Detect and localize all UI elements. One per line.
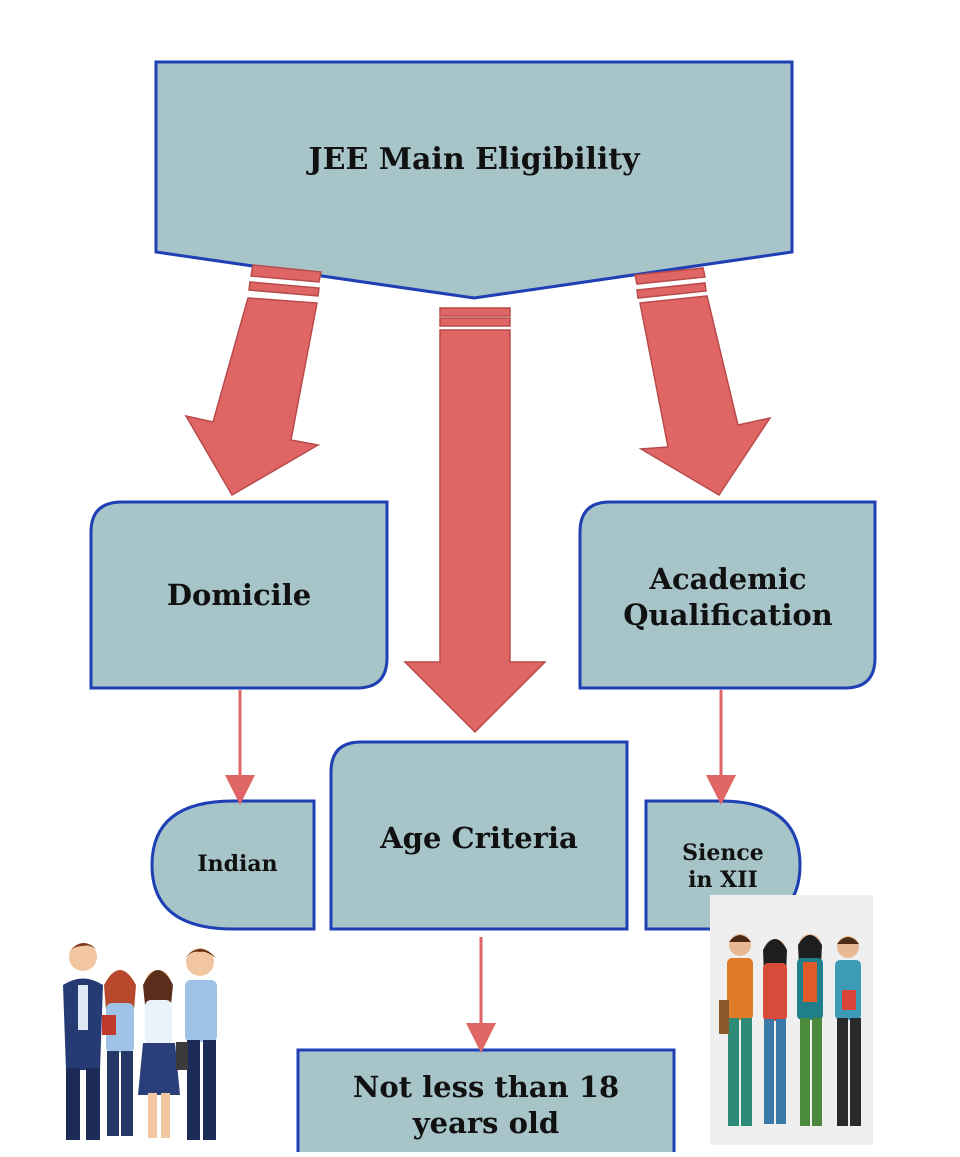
academic-label: Academic Qualification bbox=[623, 561, 833, 632]
age-label: Age Criteria bbox=[380, 820, 578, 855]
age-shape bbox=[329, 740, 629, 931]
root-label: JEE Main Eligibility bbox=[308, 142, 640, 178]
age-value-label: Not less than 18 years old bbox=[352, 1069, 620, 1140]
students-illustration-left bbox=[63, 942, 217, 1140]
science-label: Sience in XII bbox=[682, 839, 764, 894]
domicile-shape bbox=[89, 500, 389, 690]
indian-shape bbox=[150, 799, 316, 931]
arrow-root-to-age bbox=[403, 307, 547, 734]
arrow-root-to-domicile bbox=[184, 264, 322, 497]
arrow-root-to-academic bbox=[634, 267, 772, 497]
domicile-label: Domicile bbox=[166, 577, 312, 612]
root-shape bbox=[154, 60, 794, 300]
students-illustration-right bbox=[710, 895, 873, 1145]
indian-label: Indian bbox=[197, 851, 278, 878]
age-value-shape bbox=[296, 1048, 676, 1157]
academic-shape bbox=[578, 500, 877, 690]
